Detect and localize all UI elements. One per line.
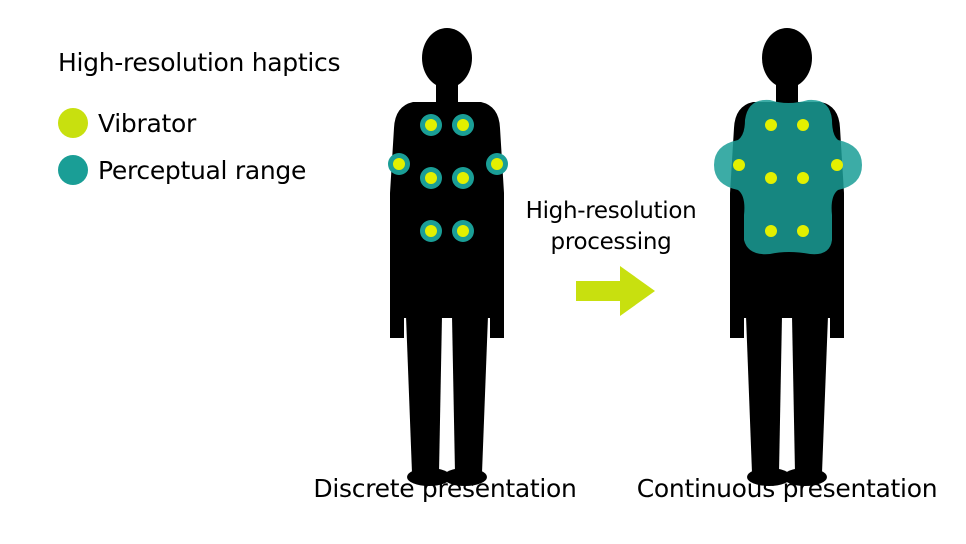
person-figure-discrete [388, 28, 508, 486]
vibrators-discrete [388, 114, 508, 242]
perceptual-range-area [714, 99, 862, 255]
person-figure-continuous [714, 28, 862, 486]
legend-item-vibrator: Vibrator [58, 108, 196, 138]
process-label-line1: High-resolution [525, 198, 697, 224]
arrow-right-icon [576, 266, 655, 316]
legend-item-perceptual-range: Perceptual range [58, 155, 306, 185]
caption-discrete: Discrete presentation [313, 474, 577, 503]
perceptual-range-swatch-icon [58, 155, 88, 185]
legend-label-vibrator: Vibrator [98, 108, 196, 138]
process-label: High-resolution processing [505, 196, 717, 258]
legend-title: High-resolution haptics [58, 48, 341, 77]
vibrator-swatch-icon [58, 108, 88, 138]
caption-continuous: Continuous presentation [636, 474, 938, 503]
process-label-line2: processing [550, 229, 672, 255]
legend-label-perceptual-range: Perceptual range [98, 155, 307, 185]
vibrators-continuous [733, 119, 843, 237]
